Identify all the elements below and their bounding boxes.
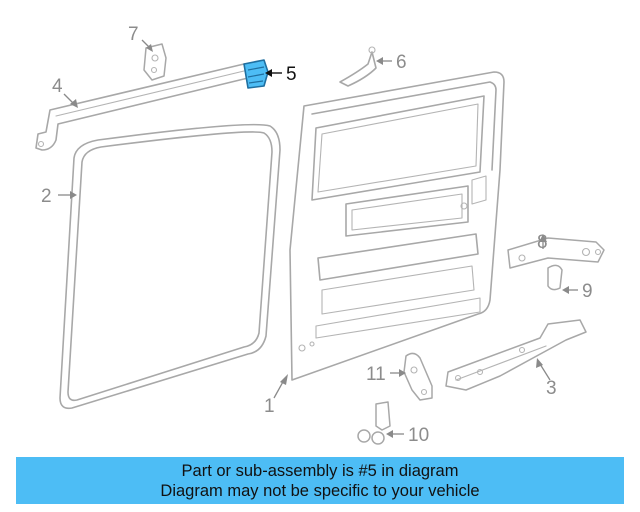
callout-10: 10	[386, 425, 429, 446]
part-9-clip	[547, 264, 563, 291]
callout-7-label: 7	[128, 24, 139, 45]
callout-3-label: 3	[546, 378, 557, 399]
callout-1: 1	[264, 374, 288, 417]
parts-diagram: 1 2 3 4 5 6 7 8 9 10	[35, 24, 605, 446]
part-2-weatherstrip	[59, 123, 281, 410]
part-5-roller	[243, 59, 269, 89]
callout-2-label: 2	[41, 186, 52, 207]
part-6-rod	[339, 46, 377, 87]
banner-line-1: Part or sub-assembly is #5 in diagram	[181, 462, 459, 480]
callout-8: 8	[537, 232, 548, 253]
callout-7: 7	[128, 24, 153, 52]
callout-11: 11	[366, 364, 406, 385]
part-3-lower-track	[445, 319, 587, 391]
callout-9-label: 9	[582, 281, 593, 302]
callout-3: 3	[536, 358, 557, 399]
banner-line-2: Diagram may not be specific to your vehi…	[160, 482, 480, 500]
callout-4: 4	[52, 76, 78, 108]
part-10-lower-roller	[357, 401, 391, 445]
callout-6: 6	[376, 52, 407, 73]
part-11-bracket	[403, 352, 433, 401]
part-4-upper-rail	[35, 63, 249, 151]
part-1-door-shell	[289, 71, 505, 381]
info-banner: Part or sub-assembly is #5 in diagram Di…	[16, 457, 624, 504]
callout-9: 9	[562, 281, 593, 302]
callout-8-label: 8	[537, 232, 548, 253]
callout-5: 5	[265, 64, 297, 85]
callout-5-label: 5	[286, 64, 297, 85]
part-7-bracket	[143, 43, 167, 81]
callout-6-label: 6	[396, 52, 407, 73]
callout-4-label: 4	[52, 76, 63, 97]
callout-2: 2	[41, 186, 77, 207]
part-8-hinge	[507, 237, 605, 269]
callout-1-label: 1	[264, 396, 275, 417]
callout-11-label: 11	[366, 364, 386, 385]
callout-10-label: 10	[408, 425, 429, 446]
